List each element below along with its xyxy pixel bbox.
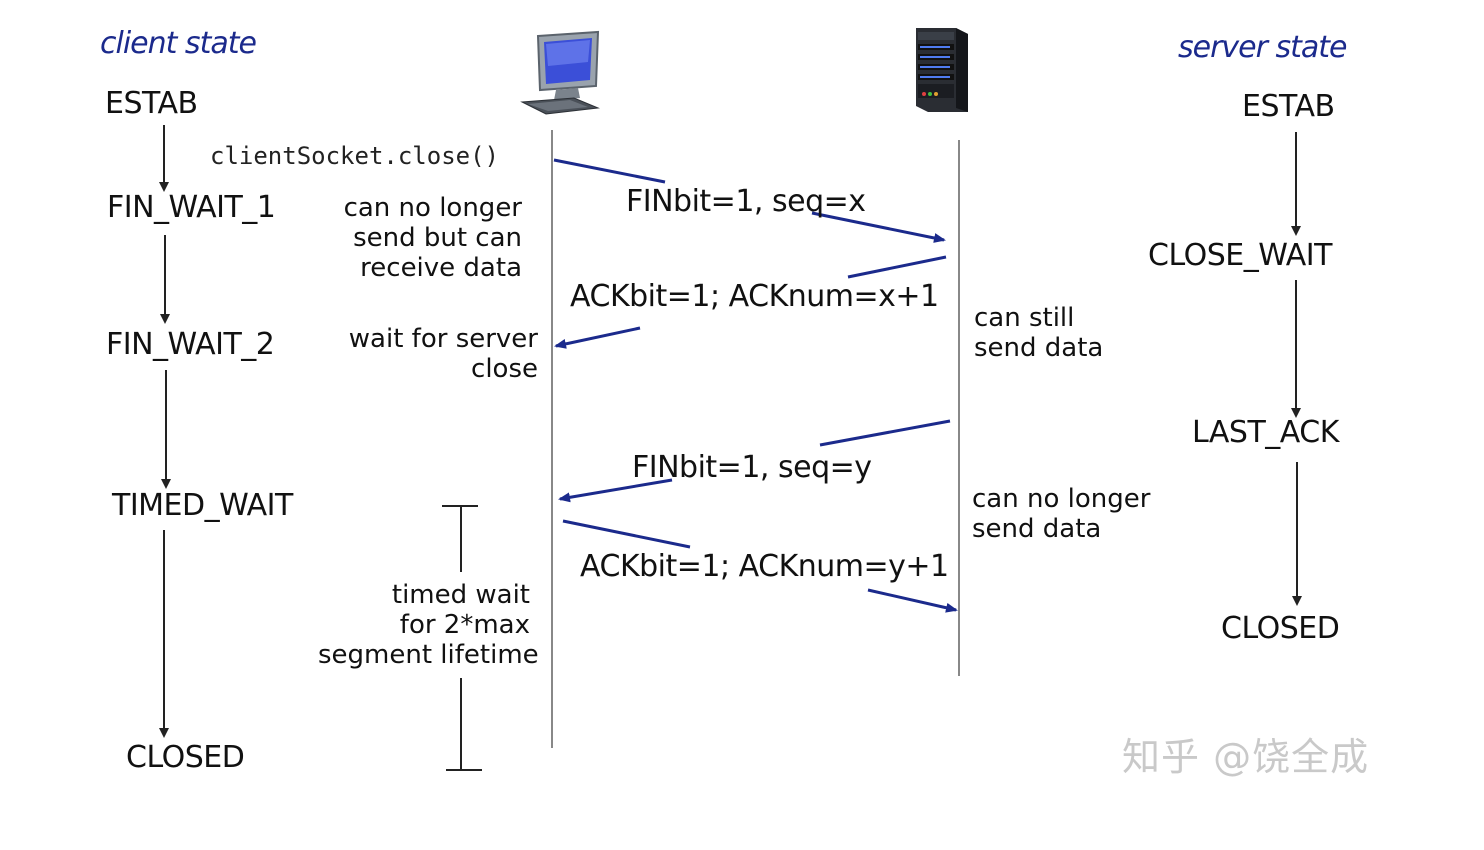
note-last-ack: can no longer send data xyxy=(972,484,1150,544)
note-fin-wait-2: wait for server close xyxy=(337,324,538,384)
note-line: timed wait xyxy=(391,580,530,610)
message-fin-x: FINbit=1, seq=x xyxy=(626,184,866,219)
client-state-timed-wait: TIMED_WAIT xyxy=(112,488,293,523)
note-line: send data xyxy=(972,514,1102,544)
note-line: wait for server xyxy=(348,324,538,354)
fin-x-arrow-tail xyxy=(553,158,666,184)
note-line: receive data xyxy=(360,253,522,283)
server-state-last-ack: LAST_ACK xyxy=(1192,415,1339,450)
note-fin-wait-1: can no longer send but can receive data xyxy=(340,193,522,283)
message-ack-x: ACKbit=1; ACKnum=x+1 xyxy=(570,279,939,314)
client-close-call: clientSocket.close() xyxy=(210,142,499,170)
note-line: segment lifetime xyxy=(318,640,539,670)
fin-x-arrow-head xyxy=(811,211,946,243)
watermark: 知乎 @饶全成 xyxy=(1122,735,1370,779)
note-line: close xyxy=(471,354,538,384)
ack-x-arrow-tail xyxy=(847,255,947,279)
client-state-closed: CLOSED xyxy=(126,740,245,775)
client-state-fin-wait-2: FIN_WAIT_2 xyxy=(106,327,275,362)
message-ack-y: ACKbit=1; ACKnum=y+1 xyxy=(580,549,949,584)
server-tower-icon xyxy=(916,28,968,112)
message-fin-y: FINbit=1, seq=y xyxy=(632,450,872,485)
note-line: send but can xyxy=(353,223,522,253)
server-state-close-wait: CLOSE_WAIT xyxy=(1148,238,1332,273)
fin-y-arrow-tail xyxy=(819,419,951,447)
note-close-wait: can still send data xyxy=(974,303,1103,363)
note-line: can no longer xyxy=(343,193,522,223)
ack-x-arrow-head xyxy=(554,326,641,349)
note-line: can still xyxy=(974,303,1075,333)
note-line: send data xyxy=(974,333,1104,363)
note-line: for 2*max xyxy=(399,610,530,640)
ack-y-arrow-tail xyxy=(562,519,691,549)
fin-y-arrow-head xyxy=(558,478,673,503)
server-state-closed: CLOSED xyxy=(1221,611,1340,646)
note-line: can no longer xyxy=(972,484,1151,514)
desktop-computer-icon xyxy=(520,30,600,115)
client-state-fin-wait-1: FIN_WAIT_1 xyxy=(107,190,276,225)
ack-y-arrow-head xyxy=(867,588,958,613)
server-state-estab: ESTAB xyxy=(1242,89,1335,124)
client-state-estab: ESTAB xyxy=(105,86,198,121)
client-state-heading: client state xyxy=(100,26,257,61)
note-timed-wait: timed wait for 2*max segment lifetime xyxy=(318,580,539,670)
server-state-heading: server state xyxy=(1178,30,1347,65)
